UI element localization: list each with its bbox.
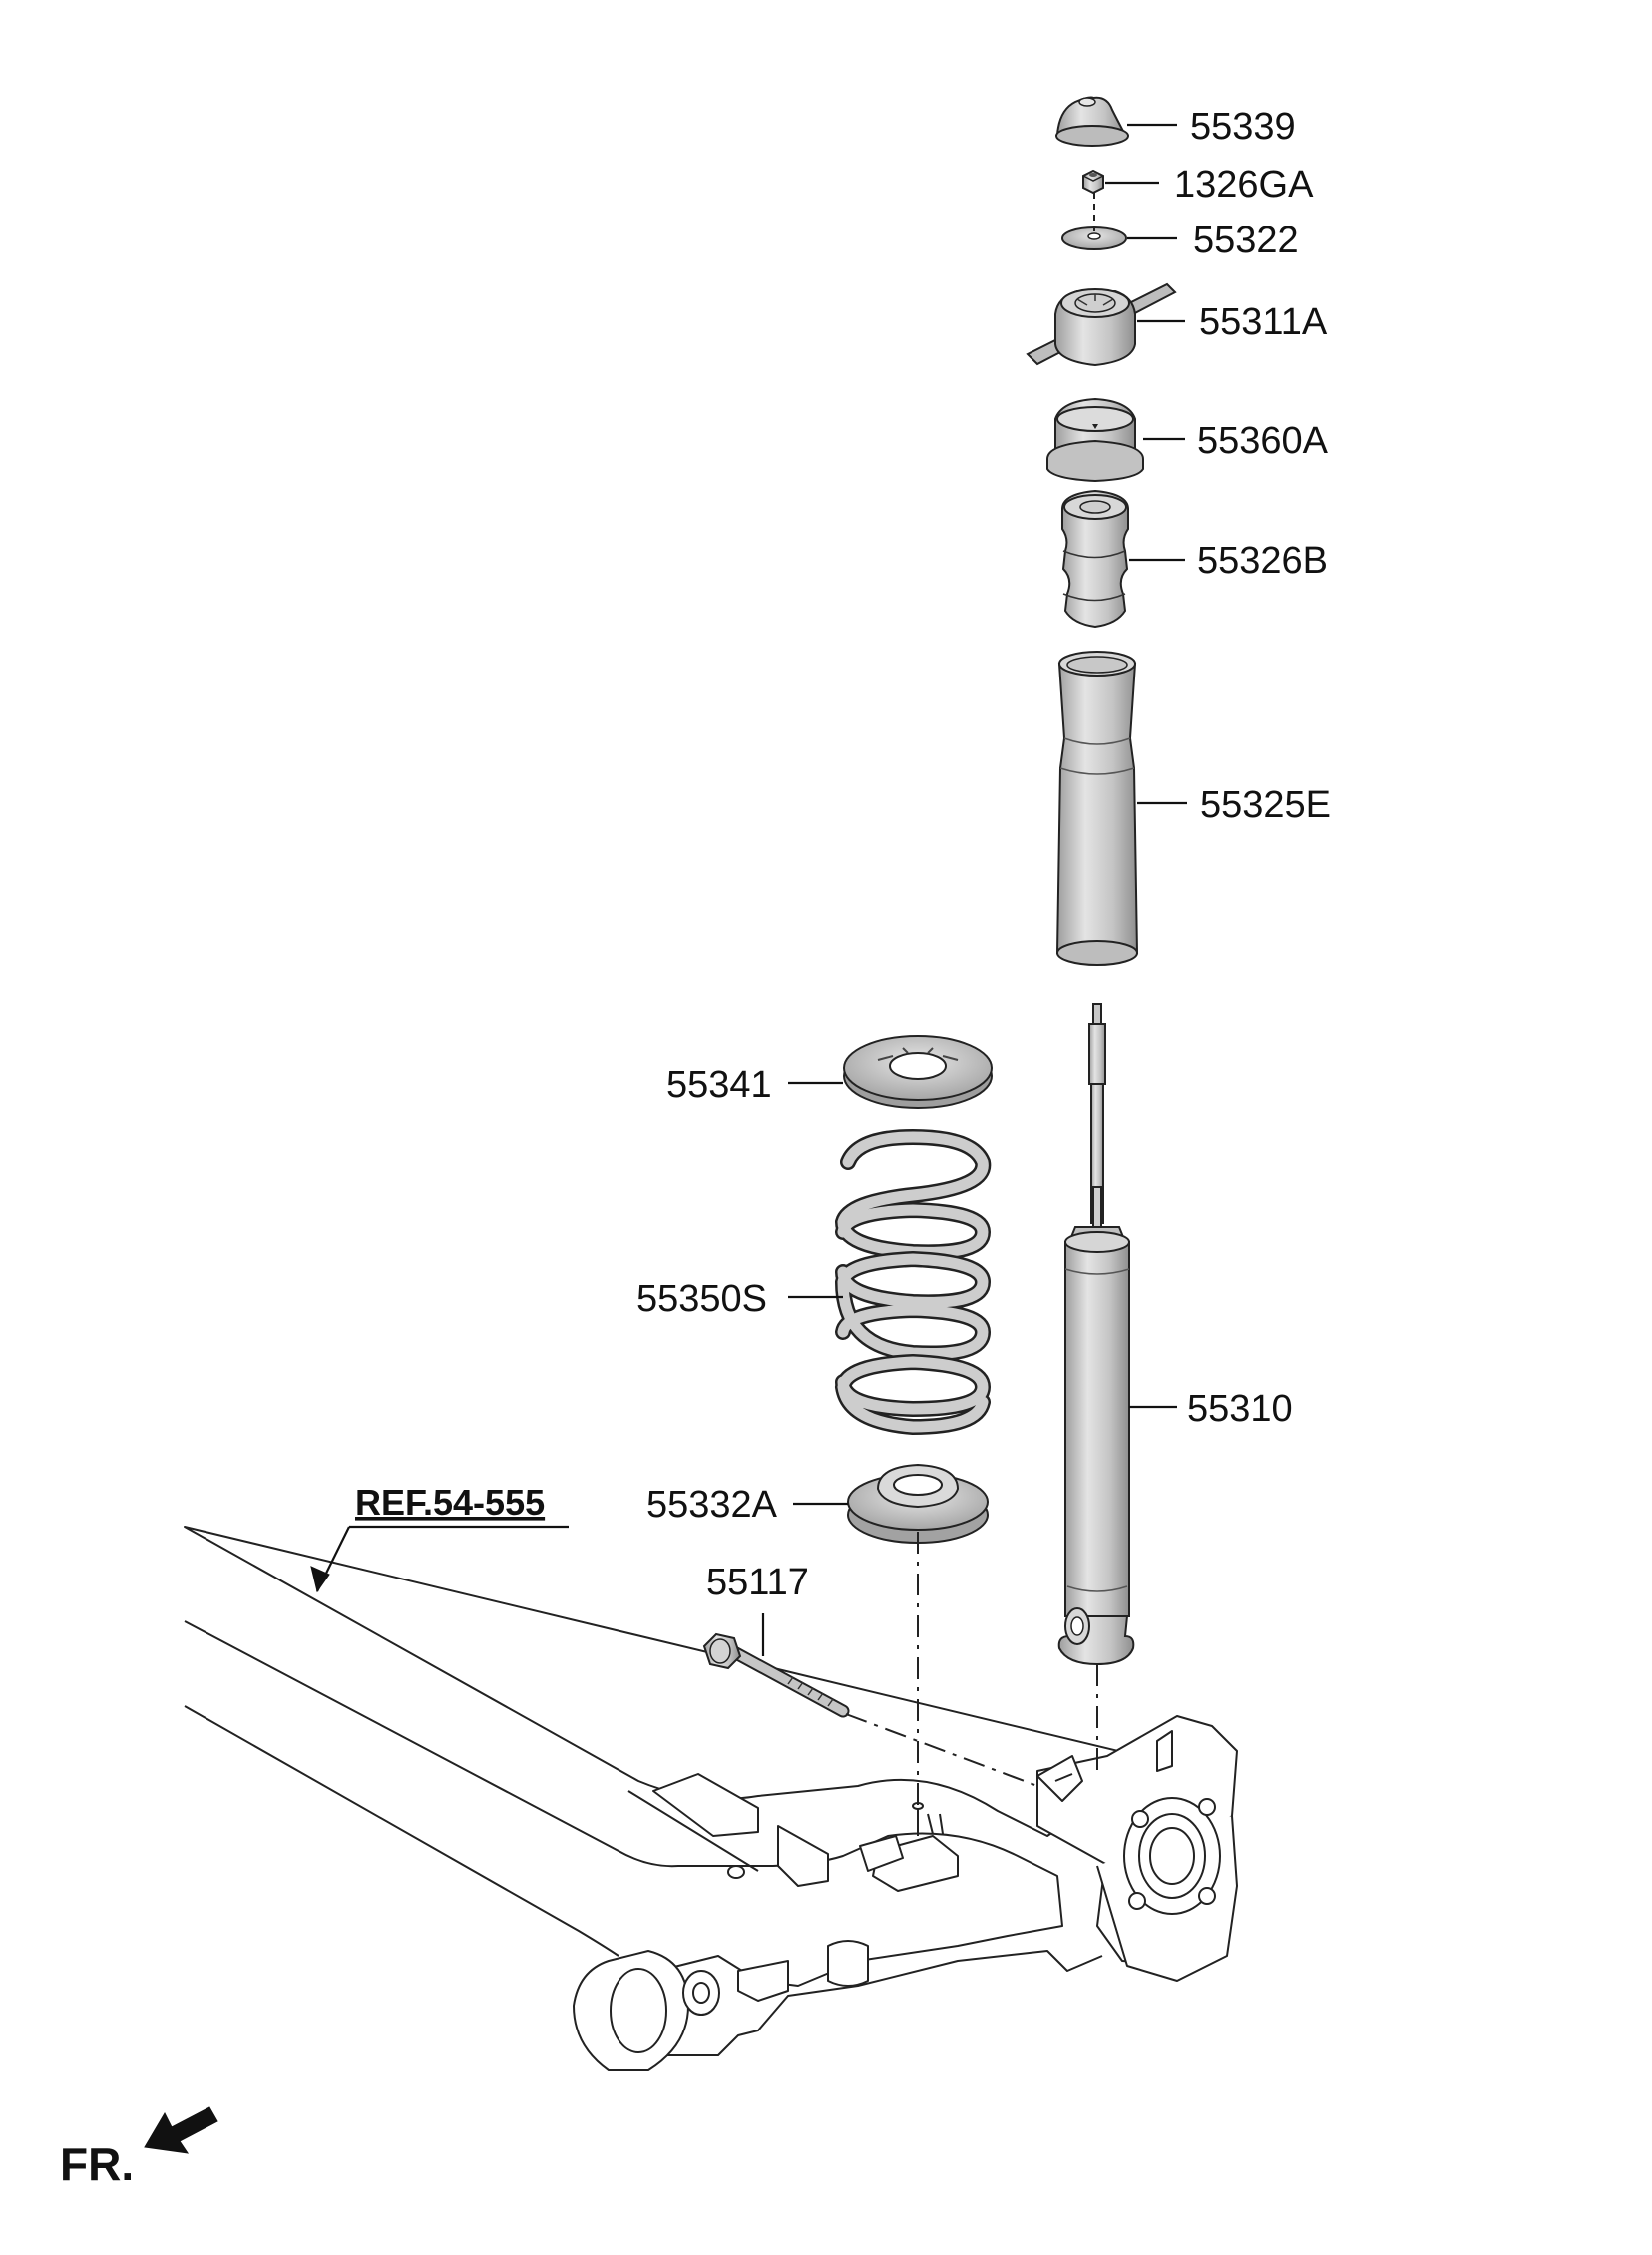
leader-lines	[310, 123, 1187, 1656]
label-55310: 55310	[1187, 1388, 1293, 1430]
torsion-beam-axle	[184, 1526, 1238, 2071]
part-55326b-bumper	[1061, 489, 1129, 629]
part-55311a-mount	[1026, 282, 1177, 367]
front-direction-indicator: FR.	[60, 2106, 218, 2190]
label-55326b: 55326B	[1197, 540, 1328, 582]
part-55341-spring-pad	[843, 1035, 993, 1109]
label-55332a: 55332A	[646, 1484, 778, 1526]
label-55350s: 55350S	[636, 1278, 767, 1320]
part-55339-cap	[1055, 96, 1129, 147]
reference-label: REF.54-555	[355, 1482, 545, 1523]
part-55322-washer	[1061, 226, 1127, 250]
part-55310-shock-absorber	[1057, 1003, 1135, 1666]
label-55325e: 55325E	[1200, 784, 1331, 826]
part-1326ga-nut	[1082, 169, 1104, 195]
front-arrow-icon	[144, 2106, 218, 2154]
assembly-lines	[845, 193, 1098, 1816]
label-55360a: 55360A	[1197, 420, 1329, 462]
part-labels: 55339 1326GA 55322 55311A 55360A 55326B …	[355, 106, 1331, 1603]
part-55325e-dust-cover	[1055, 651, 1139, 966]
part-55350s-coil-spring	[834, 1128, 992, 1436]
label-1326ga: 1326GA	[1174, 164, 1314, 206]
front-direction-label: FR.	[60, 2138, 134, 2190]
label-55311a: 55311A	[1199, 301, 1328, 343]
label-55117: 55117	[706, 1562, 809, 1603]
label-55322: 55322	[1193, 220, 1299, 261]
part-55117-bolt	[702, 1632, 850, 1718]
part-55360a-stopper	[1046, 397, 1144, 483]
label-55341: 55341	[666, 1064, 772, 1106]
label-55339: 55339	[1190, 106, 1296, 148]
part-55332a-lower-pad	[847, 1463, 989, 1544]
